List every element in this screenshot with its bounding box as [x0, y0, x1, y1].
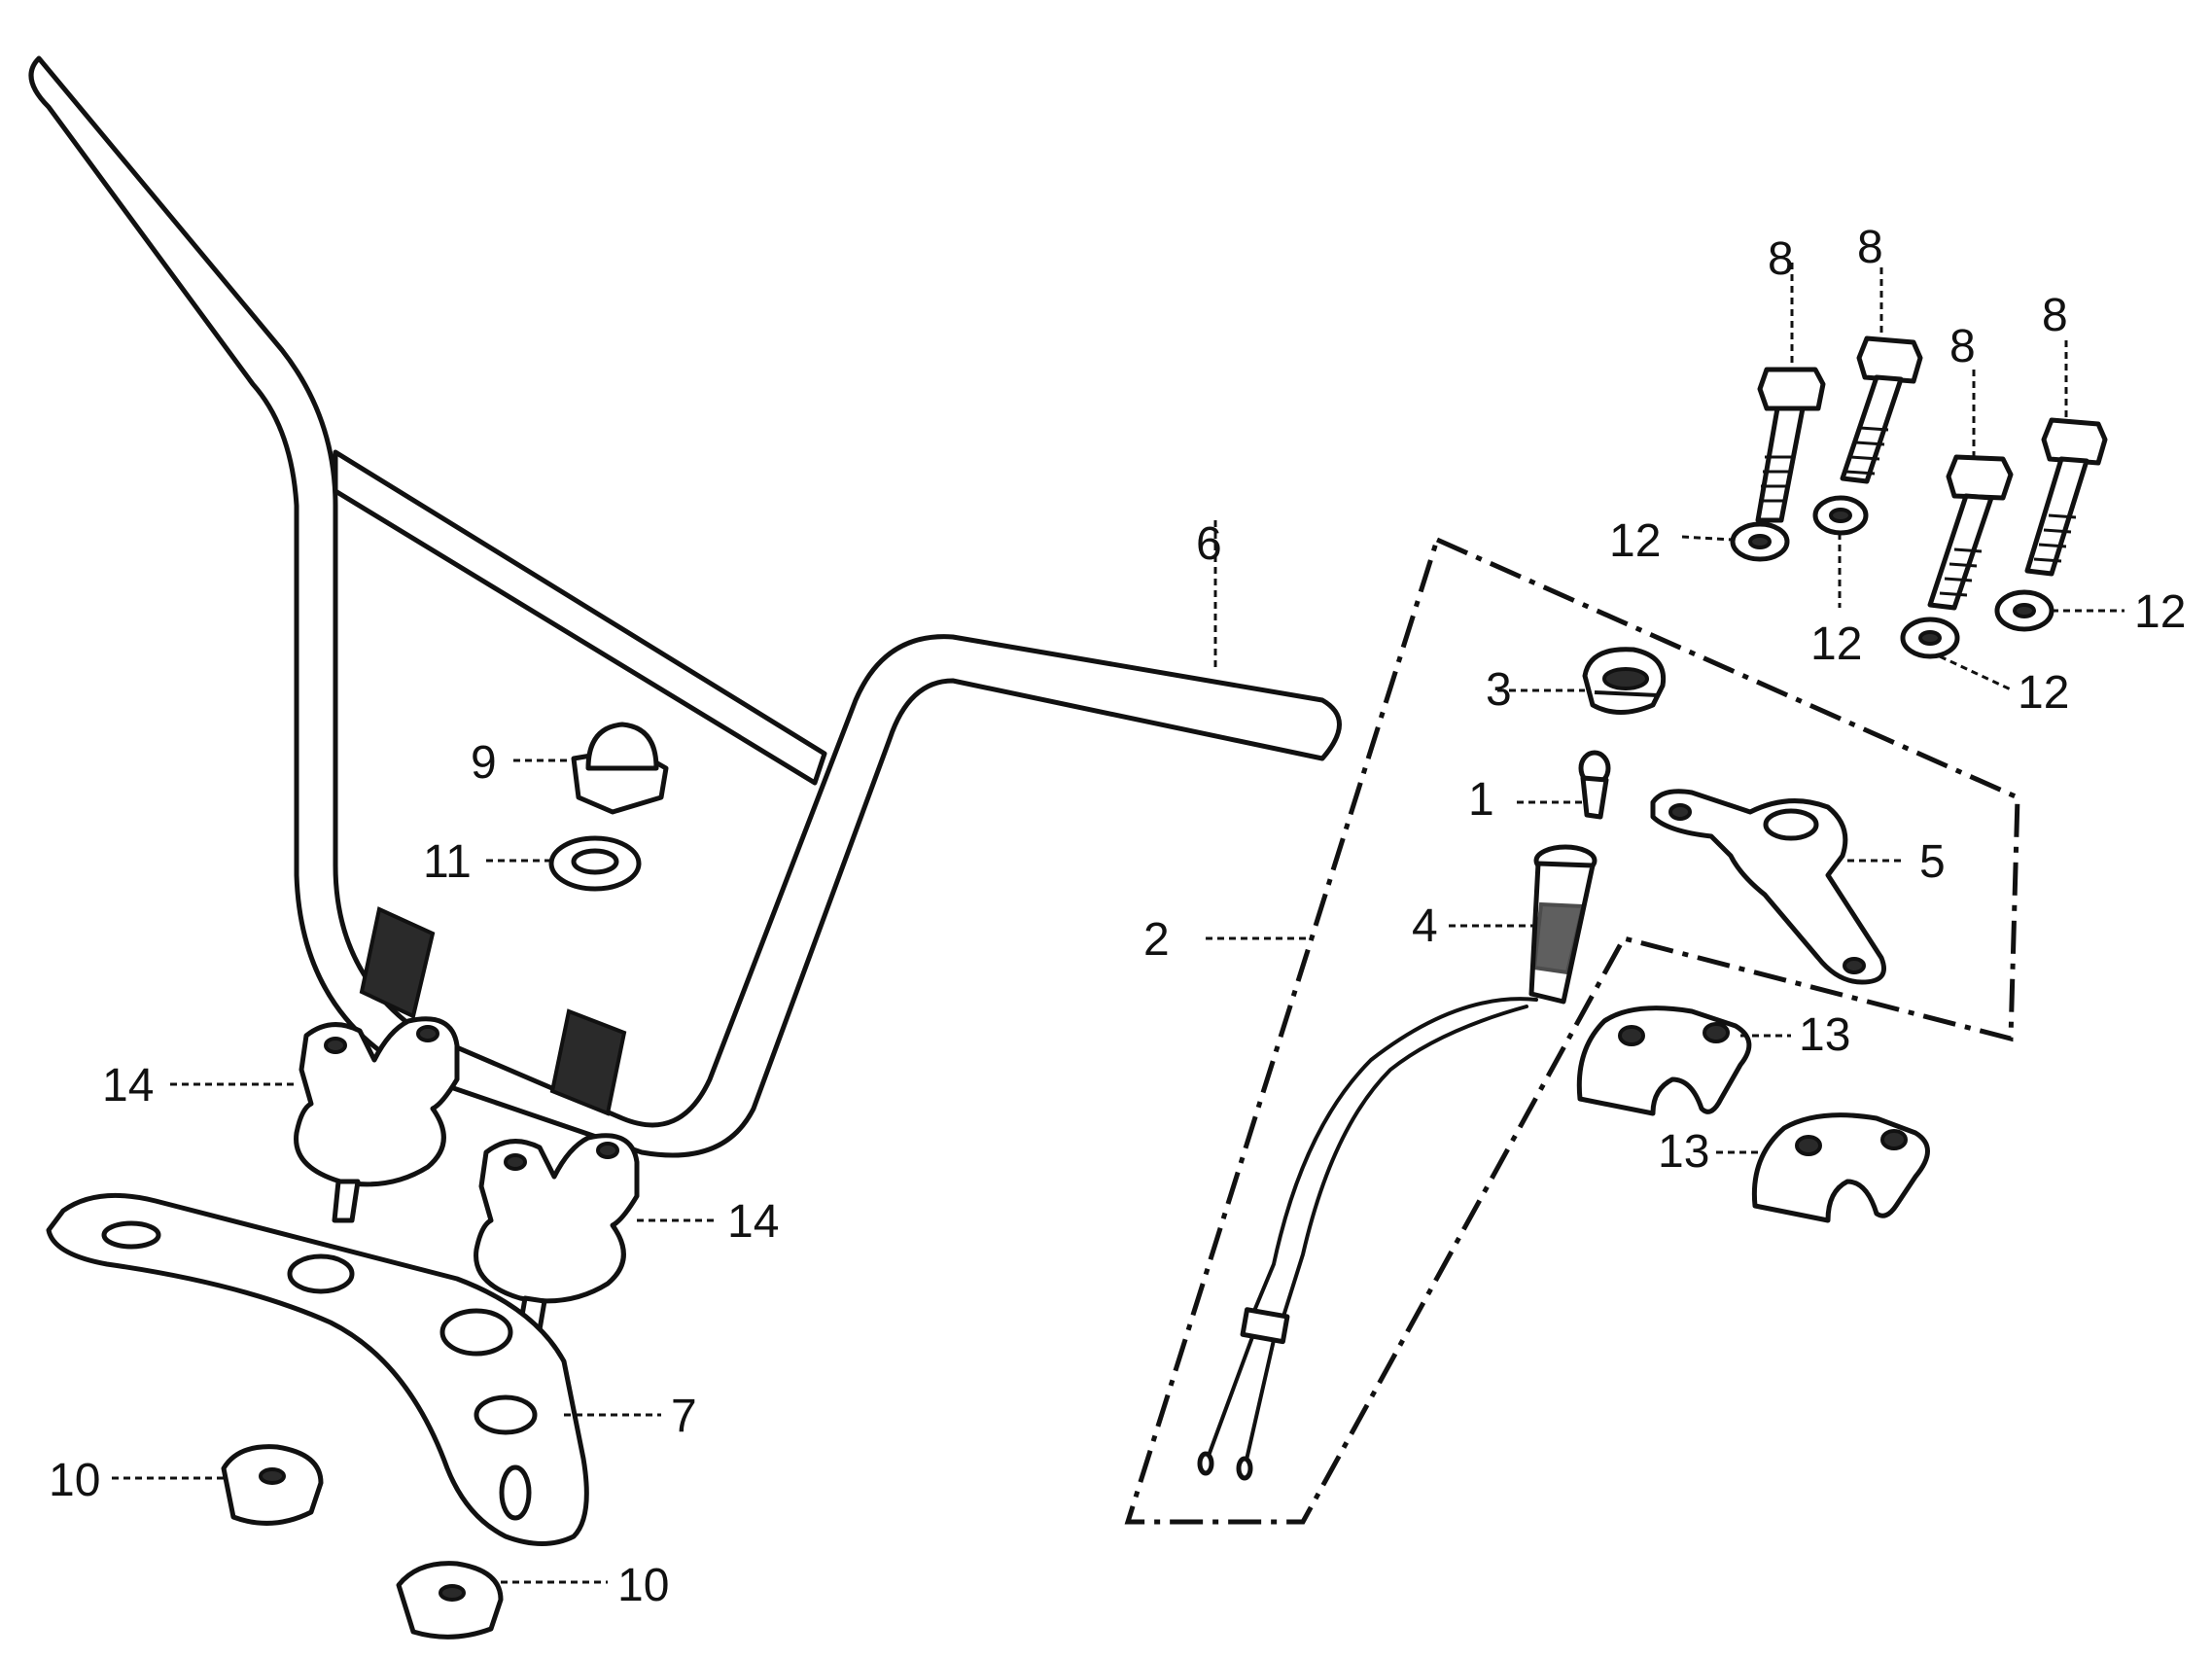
callout-8d: 8 — [2042, 290, 2068, 341]
callout-14a: 14 — [102, 1060, 154, 1111]
callout-13b: 13 — [1658, 1126, 1709, 1178]
callout-1: 1 — [1468, 774, 1494, 826]
callout-8b: 8 — [1857, 222, 1883, 273]
bolt-4 — [2024, 417, 2108, 577]
upper-clamp-1 — [1576, 1005, 1752, 1116]
callout-14b: 14 — [727, 1196, 779, 1248]
bulb-socket — [1197, 844, 1598, 1481]
callout-12c: 12 — [2018, 667, 2069, 719]
callout-5: 5 — [1919, 836, 1946, 888]
callout-4: 4 — [1412, 900, 1438, 952]
callout-13a: 13 — [1799, 1009, 1850, 1061]
callout-12a: 12 — [1609, 515, 1661, 567]
upper-clamp-2 — [1751, 1112, 1930, 1223]
bolt-2 — [1840, 335, 1923, 484]
indicator-cap — [1582, 647, 1667, 715]
leader-lines — [112, 263, 2124, 1584]
callout-labels: 1 2 3 4 5 6 7 8 8 8 8 9 10 10 11 12 12 1… — [49, 222, 2186, 1611]
callout-8c: 8 — [1949, 321, 1976, 372]
washer-group — [1730, 495, 2054, 659]
top-bridge — [46, 1192, 589, 1546]
callout-7: 7 — [671, 1391, 697, 1442]
lower-holder-1 — [294, 1016, 460, 1223]
bridge-cap-2 — [396, 1561, 504, 1640]
bolt-3 — [1927, 454, 2014, 611]
knurled-section-left — [359, 906, 627, 1116]
bridge-cap-1 — [221, 1444, 324, 1526]
callout-12d: 12 — [2134, 586, 2186, 638]
callout-8a: 8 — [1768, 233, 1794, 285]
handlebar-washer — [548, 835, 642, 892]
callout-11: 11 — [423, 836, 472, 888]
callout-10a: 10 — [49, 1455, 100, 1506]
callout-10b: 10 — [617, 1560, 669, 1611]
callout-2: 2 — [1143, 914, 1170, 966]
indicator-bulb — [1578, 750, 1611, 820]
callout-9: 9 — [471, 737, 497, 789]
bolt-1 — [1755, 367, 1826, 523]
handlebar-nut — [571, 722, 669, 815]
callout-3: 3 — [1486, 664, 1512, 716]
handlebar — [28, 55, 1342, 1158]
callout-6: 6 — [1196, 518, 1222, 570]
bolt-group — [1755, 335, 2108, 611]
indicator-bracket — [1650, 789, 1886, 985]
callout-12b: 12 — [1810, 618, 1862, 670]
assembly-boundary — [1124, 536, 2020, 1525]
